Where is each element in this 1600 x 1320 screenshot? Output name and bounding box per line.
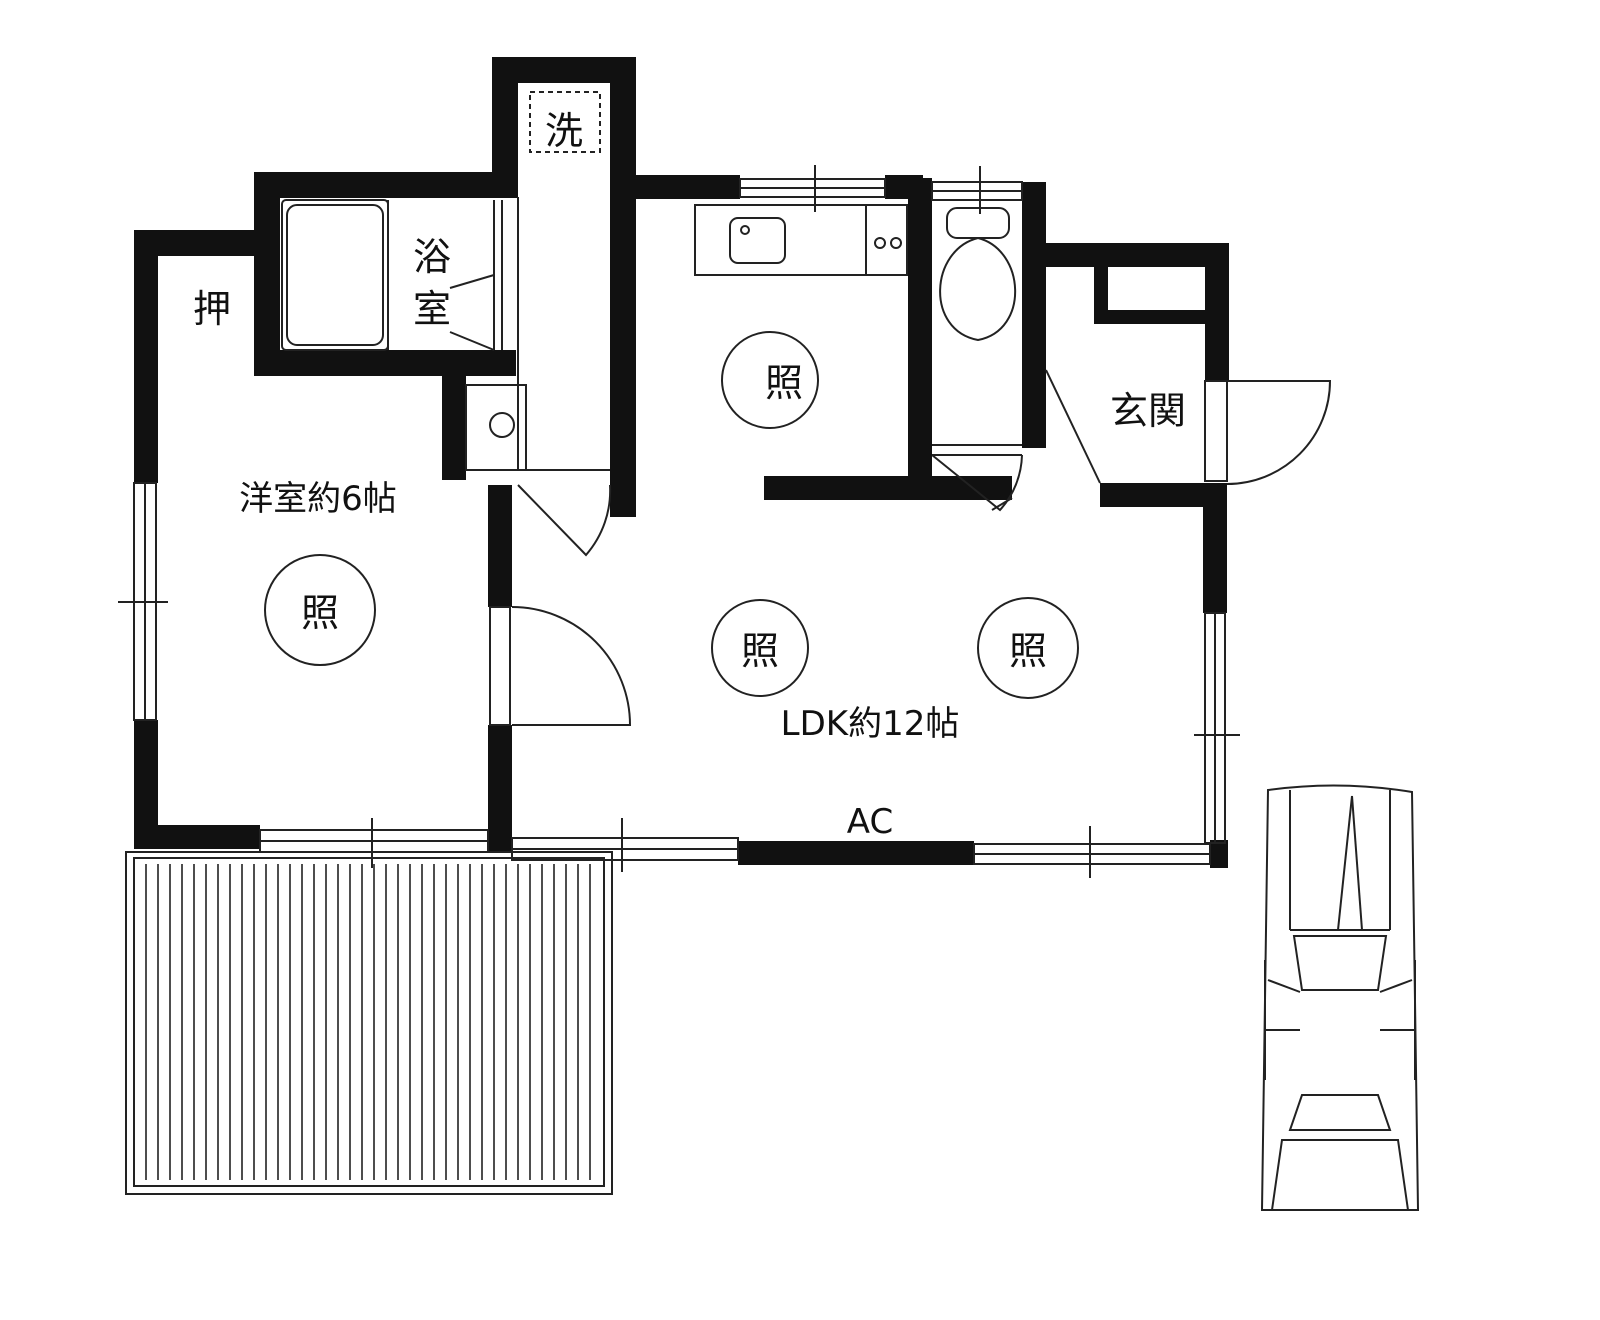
washer [529, 91, 601, 153]
light-fixture-western [264, 554, 376, 666]
label-western-room: 洋室約6帖 [239, 479, 397, 519]
wall-toilet-right [1022, 182, 1046, 448]
wall-kitchen-bottom [764, 476, 934, 500]
wall-south-west [134, 825, 260, 849]
light-label-western: 照 [301, 591, 339, 635]
stove-burner-1 [874, 237, 886, 249]
bathtub [286, 204, 384, 346]
toilet-tank [946, 207, 1010, 239]
wall-bath-top [254, 172, 518, 198]
wall-entrance-right [1205, 243, 1229, 381]
wall-bath-bottom [254, 350, 516, 376]
label-entrance: 玄関 [1110, 389, 1186, 433]
label-washroom: 洗 [545, 109, 583, 153]
light-label-ldk-1: 照 [741, 629, 779, 673]
windows [118, 165, 1240, 878]
wall-closet-top [134, 230, 280, 256]
label-aircon: AC [847, 802, 893, 842]
label-bath-2: 室 [413, 287, 451, 331]
wall-shoebox-l [1094, 265, 1108, 321]
label-bath-1: 浴 [413, 235, 451, 279]
wall-toilet-left [908, 178, 932, 483]
stove-burner-2 [890, 237, 902, 249]
light-label-ldk-2: 照 [1009, 629, 1047, 673]
kitchen-counter [694, 204, 908, 276]
light-fixture-kitchen [721, 331, 819, 429]
wall-wash-box-l [442, 375, 466, 480]
door-western-room [511, 606, 632, 726]
lights [264, 331, 1079, 699]
wall-south-ac [738, 841, 974, 865]
light-label-kitchen: 照 [765, 361, 803, 405]
wall-west-upper [134, 230, 158, 483]
wall-entrance-top [1046, 243, 1226, 267]
wall-wash-right [610, 57, 636, 517]
light-fixture-ldk-1 [711, 599, 809, 697]
kitchen-sink [729, 217, 786, 264]
light-fixture-ldk-2 [977, 597, 1079, 699]
wall-east-mid [1203, 483, 1227, 613]
toilet-bowl [939, 236, 1017, 342]
wall-partition-lower [488, 725, 512, 853]
door-toilet [931, 454, 1023, 512]
wall-toilet-top-r [1022, 182, 1046, 206]
wall-partition-upper [488, 485, 512, 607]
wall-kitchen-top [636, 175, 740, 199]
labels: 洗 浴 室 押 洋室約6帖 玄関 LDK約12帖 AC 照 照 照 照 [193, 109, 1186, 842]
balcony [125, 851, 613, 1195]
car-icon [1260, 784, 1420, 1211]
wall-bath-left [254, 172, 280, 375]
label-closet: 押 [193, 287, 231, 331]
wall-east-low [1210, 840, 1228, 868]
fixtures [281, 91, 1332, 726]
walls [134, 57, 1229, 868]
wash-basin [465, 384, 527, 471]
wall-shoebox-b [1094, 310, 1206, 324]
door-entrance [1226, 380, 1332, 485]
label-ldk: LDK約12帖 [781, 704, 960, 744]
door-washroom [517, 484, 612, 557]
